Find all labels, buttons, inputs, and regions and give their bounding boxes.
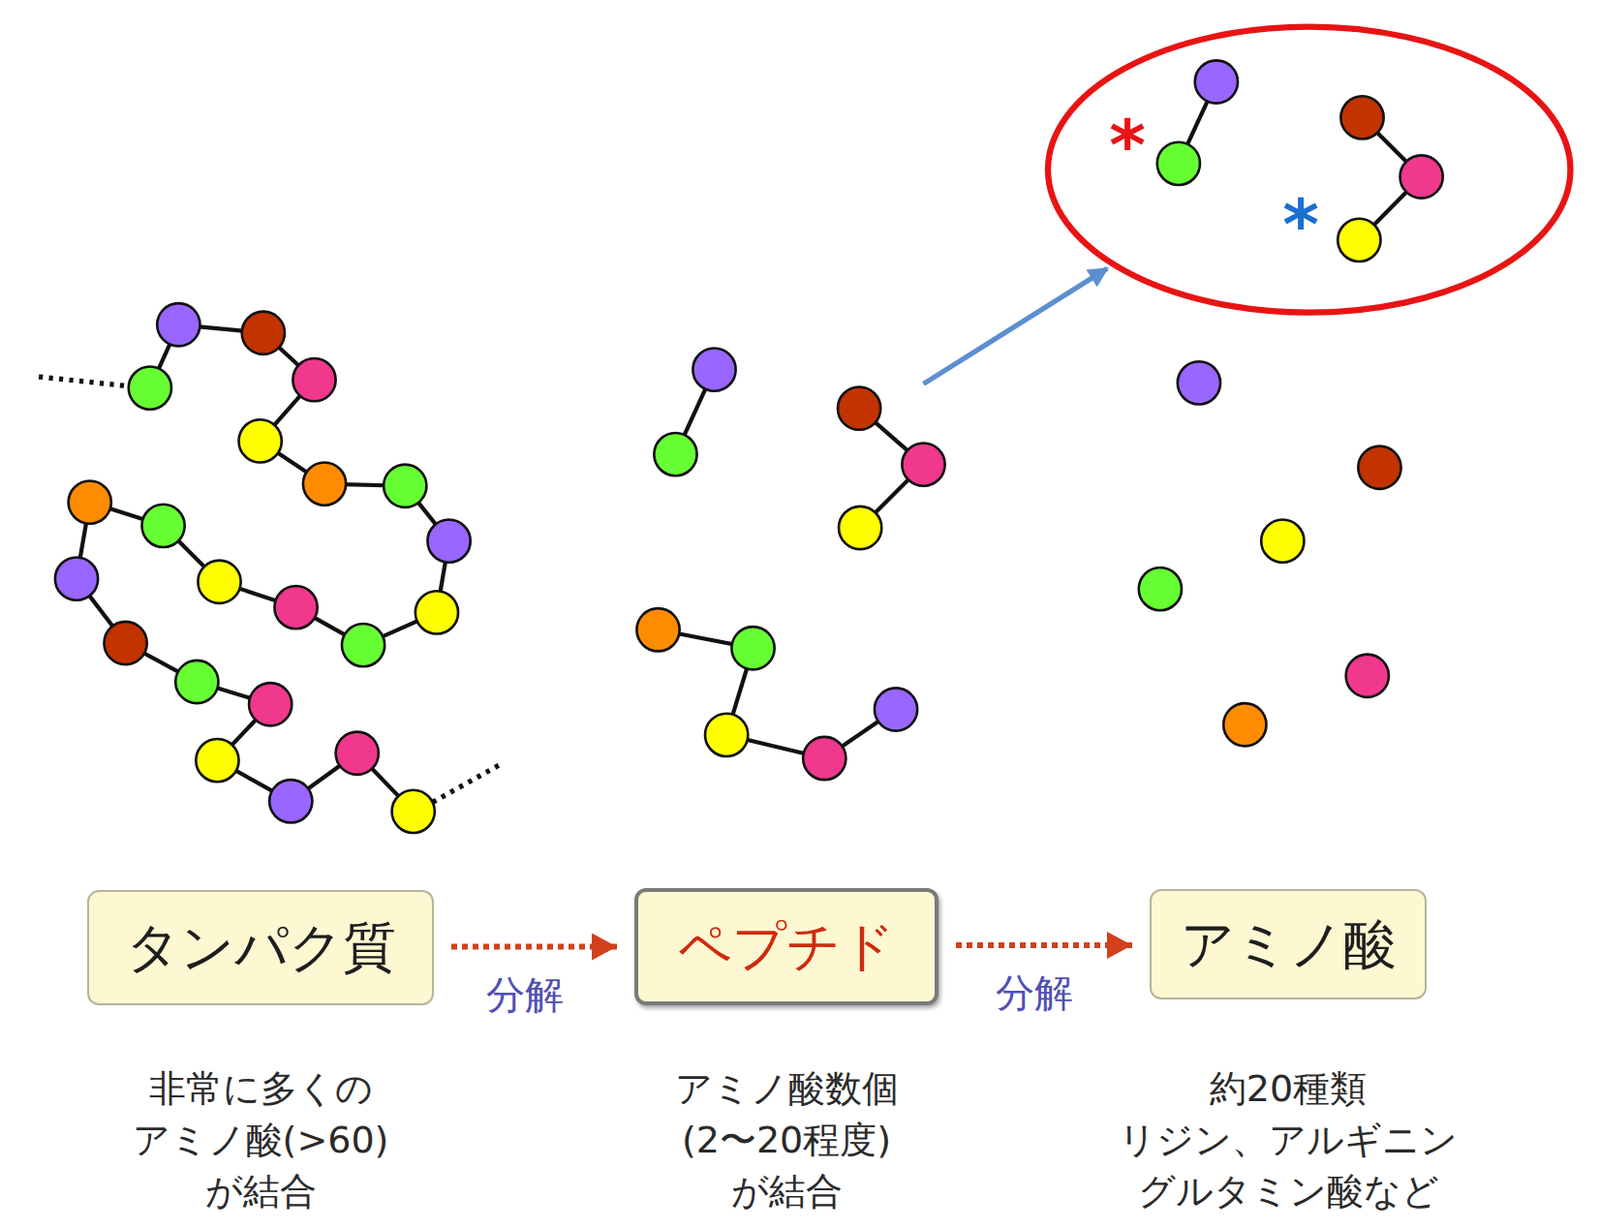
amino-acid-dot bbox=[175, 660, 218, 704]
amino-acid-dot bbox=[1195, 60, 1238, 103]
amino-acid-dot bbox=[838, 506, 882, 550]
chain-continuation bbox=[432, 763, 503, 802]
edge-label: 分解 bbox=[993, 969, 1076, 1016]
asterisk-mark: * bbox=[1280, 189, 1322, 260]
amino-acid-dot bbox=[705, 713, 748, 757]
edge-label: 分解 bbox=[484, 971, 566, 1018]
amino-acid-dot bbox=[653, 432, 697, 476]
stage-box: タンパク質 bbox=[87, 890, 434, 1006]
stage-box: ペプチド bbox=[634, 888, 939, 1006]
process-arrow bbox=[451, 944, 617, 951]
amino-acid-dot bbox=[239, 419, 282, 462]
amino-acid-dot bbox=[341, 623, 385, 667]
amino-acid-dot bbox=[242, 311, 285, 355]
amino-acid-dot bbox=[292, 358, 336, 401]
amino-acid-dot bbox=[1357, 446, 1401, 490]
amino-acid-dot bbox=[197, 560, 241, 604]
amino-acid-dot bbox=[636, 608, 679, 651]
amino-acid-dot bbox=[1223, 703, 1266, 746]
amino-acid-dot bbox=[1177, 361, 1221, 404]
amino-acid-dot bbox=[195, 738, 239, 782]
amino-acid-dot bbox=[103, 621, 147, 665]
highlight-ellipse bbox=[1047, 27, 1570, 313]
amino-acid-dot bbox=[1337, 218, 1381, 262]
amino-acid-dot bbox=[427, 520, 470, 563]
stage-box: アミノ酸 bbox=[1149, 889, 1427, 1000]
amino-acid-dot bbox=[874, 687, 918, 731]
amino-acid-dot bbox=[248, 682, 292, 726]
amino-acid-dot bbox=[141, 504, 185, 548]
amino-acid-dot bbox=[1346, 654, 1389, 698]
amino-acid-dot bbox=[392, 790, 435, 833]
process-arrow bbox=[955, 942, 1133, 949]
amino-acid-dot bbox=[128, 366, 172, 409]
amino-acid-dot bbox=[1400, 154, 1444, 198]
amino-acid-dot bbox=[1138, 567, 1182, 611]
amino-acid-dot bbox=[269, 779, 312, 823]
amino-acid-dot bbox=[1157, 142, 1200, 185]
description-text: 非常に多くの アミノ酸(>60) が結合 bbox=[130, 1063, 392, 1219]
amino-acid-dot bbox=[68, 480, 112, 524]
amino-acid-dot bbox=[901, 443, 945, 487]
chain-continuation bbox=[38, 376, 127, 386]
amino-acid-dot bbox=[274, 585, 317, 629]
amino-acid-dot bbox=[837, 387, 881, 431]
box-label: ペプチド bbox=[677, 914, 895, 979]
amino-acid-dot bbox=[1261, 520, 1304, 563]
amino-acid-dot bbox=[731, 626, 774, 670]
zoom-arrow bbox=[923, 268, 1108, 384]
amino-acid-dot bbox=[802, 737, 846, 780]
box-label: タンパク質 bbox=[125, 915, 397, 980]
amino-acid-dot bbox=[303, 462, 346, 506]
asterisk-mark: * bbox=[1107, 110, 1148, 181]
amino-acid-dot bbox=[156, 303, 200, 346]
amino-acid-dot bbox=[383, 464, 427, 508]
description-text: アミノ酸数個 (2〜20程度) が結合 bbox=[673, 1063, 901, 1219]
amino-acid-dot bbox=[55, 557, 98, 601]
amino-acid-dot bbox=[415, 590, 459, 634]
amino-acid-dot bbox=[336, 732, 379, 775]
amino-acid-dot bbox=[1340, 95, 1384, 139]
description-text: 約20種類 リジン、アルギニン グルタミン酸など bbox=[1116, 1063, 1460, 1219]
amino-acid-dot bbox=[692, 348, 736, 392]
box-label: アミノ酸 bbox=[1180, 912, 1397, 977]
